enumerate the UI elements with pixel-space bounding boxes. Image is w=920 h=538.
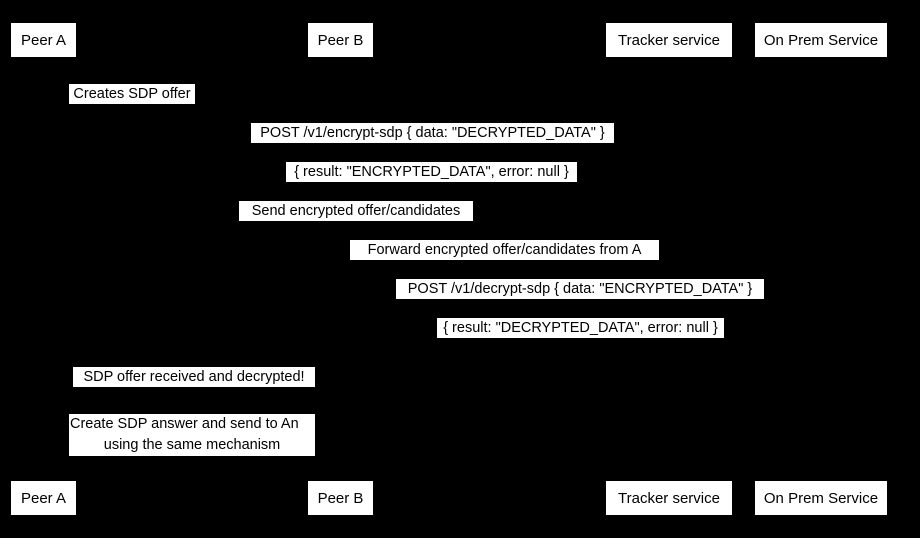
message-creates-sdp-offer[interactable]: Creates SDP offer bbox=[68, 83, 196, 105]
participant-footer-peer-a[interactable]: Peer A bbox=[10, 480, 77, 516]
message-send-encrypted-offer[interactable]: Send encrypted offer/candidates bbox=[238, 200, 474, 222]
lifeline-peer-b bbox=[340, 58, 341, 480]
lifeline-tracker-service bbox=[669, 58, 670, 480]
note-line-2: using the same mechanism bbox=[103, 437, 281, 453]
lifeline-on-prem-service bbox=[821, 58, 822, 480]
participant-label: On Prem Service bbox=[763, 489, 879, 507]
participant-label: Tracker service bbox=[618, 31, 720, 49]
participant-header-on-prem-service[interactable]: On Prem Service bbox=[754, 22, 888, 58]
participant-footer-tracker-service[interactable]: Tracker service bbox=[605, 480, 733, 516]
message-text: SDP offer received and decrypted! bbox=[83, 369, 305, 385]
note-line-1: Create SDP answer and send to An bbox=[70, 416, 299, 432]
participant-header-peer-a[interactable]: Peer A bbox=[10, 22, 77, 58]
message-post-decrypt-sdp[interactable]: POST /v1/decrypt-sdp { data: "ENCRYPTED_… bbox=[395, 278, 765, 300]
message-post-encrypt-sdp[interactable]: POST /v1/encrypt-sdp { data: "DECRYPTED_… bbox=[250, 122, 615, 144]
message-text: { result: "ENCRYPTED_DATA", error: null … bbox=[294, 164, 569, 180]
participant-label: Peer B bbox=[317, 31, 364, 49]
message-text: Forward encrypted offer/candidates from … bbox=[367, 242, 642, 258]
participant-footer-peer-b[interactable]: Peer B bbox=[307, 480, 374, 516]
message-decrypt-sdp-result[interactable]: { result: "DECRYPTED_DATA", error: null … bbox=[436, 317, 725, 339]
participant-label: Peer A bbox=[20, 489, 67, 507]
message-forward-encrypted-offer[interactable]: Forward encrypted offer/candidates from … bbox=[349, 239, 660, 261]
participant-label: Tracker service bbox=[618, 489, 720, 507]
participant-header-tracker-service[interactable]: Tracker service bbox=[605, 22, 733, 58]
lifeline-peer-a bbox=[43, 58, 44, 480]
participant-header-peer-b[interactable]: Peer B bbox=[307, 22, 374, 58]
message-text: { result: "DECRYPTED_DATA", error: null … bbox=[443, 320, 718, 336]
participant-footer-on-prem-service[interactable]: On Prem Service bbox=[754, 480, 888, 516]
message-sdp-offer-received[interactable]: SDP offer received and decrypted! bbox=[72, 366, 316, 388]
participant-label: Peer B bbox=[317, 489, 364, 507]
participant-label: On Prem Service bbox=[763, 31, 879, 49]
note-create-sdp-answer[interactable]: Create SDP answer and send to An using t… bbox=[68, 413, 316, 457]
message-text: Creates SDP offer bbox=[73, 86, 191, 102]
message-text: POST /v1/encrypt-sdp { data: "DECRYPTED_… bbox=[260, 125, 605, 141]
message-text: Send encrypted offer/candidates bbox=[251, 203, 461, 219]
message-encrypt-sdp-result[interactable]: { result: "ENCRYPTED_DATA", error: null … bbox=[285, 161, 578, 183]
participant-label: Peer A bbox=[20, 31, 67, 49]
message-text: POST /v1/decrypt-sdp { data: "ENCRYPTED_… bbox=[407, 281, 753, 297]
